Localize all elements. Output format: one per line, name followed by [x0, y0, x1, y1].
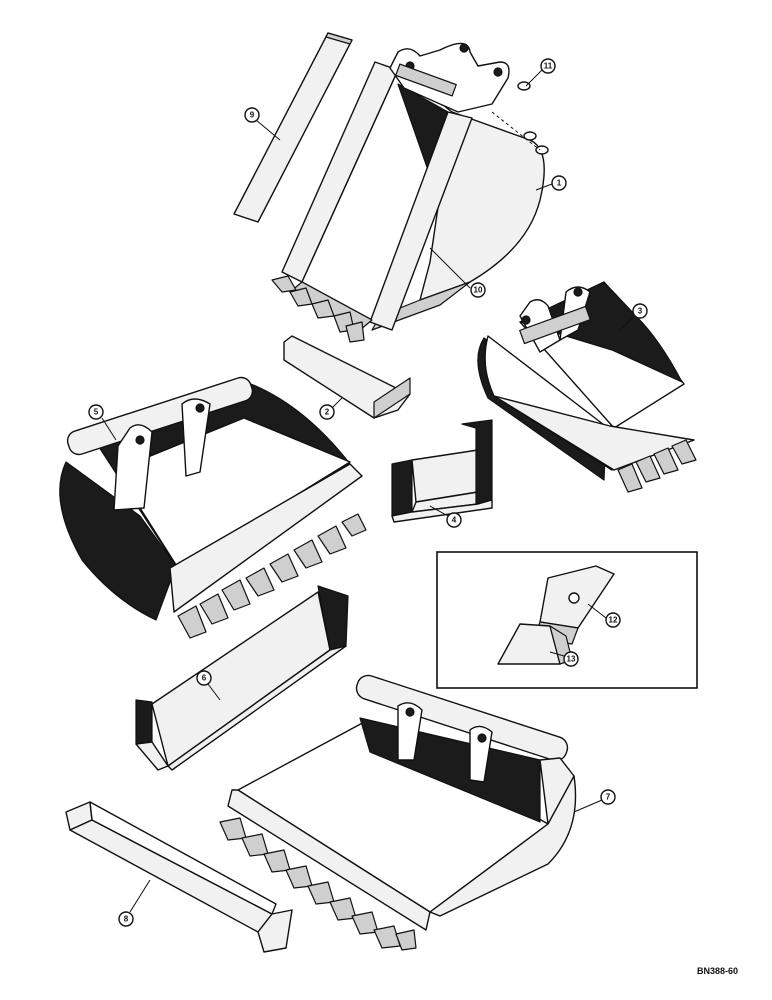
- callout-2-label: 2: [325, 408, 330, 417]
- part-2-side-cutter: [283, 335, 411, 419]
- drawing-code: BN388-60: [697, 966, 738, 976]
- callout-9-label: 9: [250, 111, 255, 120]
- callout-5-label: 5: [94, 408, 99, 417]
- callout-4-label: 4: [452, 516, 457, 525]
- part-3-small-bucket: [477, 281, 697, 493]
- part-5-medium-bucket: [59, 376, 367, 639]
- callout-10: 10: [429, 247, 486, 298]
- part-11-bolts: [491, 81, 549, 155]
- callout-6: 6: [196, 670, 221, 701]
- callout-3-label: 3: [638, 307, 643, 316]
- callout-11-label: 11: [544, 62, 553, 71]
- part-4-side-cutters: [391, 419, 493, 523]
- callout-12-label: 12: [609, 616, 618, 625]
- callout-9: 9: [244, 107, 281, 141]
- callout-2: 2: [319, 397, 343, 420]
- callout-6-label: 6: [202, 674, 207, 683]
- callout-11: 11: [525, 58, 556, 87]
- callout-1: 1: [535, 175, 567, 191]
- callout-10-label: 10: [474, 286, 483, 295]
- callout-13: 13: [549, 651, 579, 667]
- callout-1-label: 1: [557, 179, 562, 188]
- part-9-side-plate: [233, 32, 353, 223]
- callout-8-label: 8: [124, 915, 129, 924]
- part-1-trench-bucket: [271, 42, 549, 343]
- callout-12: 12: [587, 603, 621, 628]
- callout-3: 3: [619, 303, 648, 331]
- callout-5: 5: [88, 404, 117, 441]
- callouts: 9 11 1 10 3 2 5: [88, 58, 648, 927]
- callout-13-label: 13: [567, 655, 576, 664]
- detail-inset: [436, 551, 698, 689]
- callout-7-label: 7: [606, 793, 611, 802]
- callout-7: 7: [573, 789, 616, 813]
- part-6-side-cutter: [135, 585, 349, 771]
- callout-4: 4: [429, 505, 462, 528]
- part-7-wide-bucket: [219, 674, 577, 951]
- part-8-side-cutter: [65, 801, 293, 953]
- callout-8: 8: [118, 879, 151, 927]
